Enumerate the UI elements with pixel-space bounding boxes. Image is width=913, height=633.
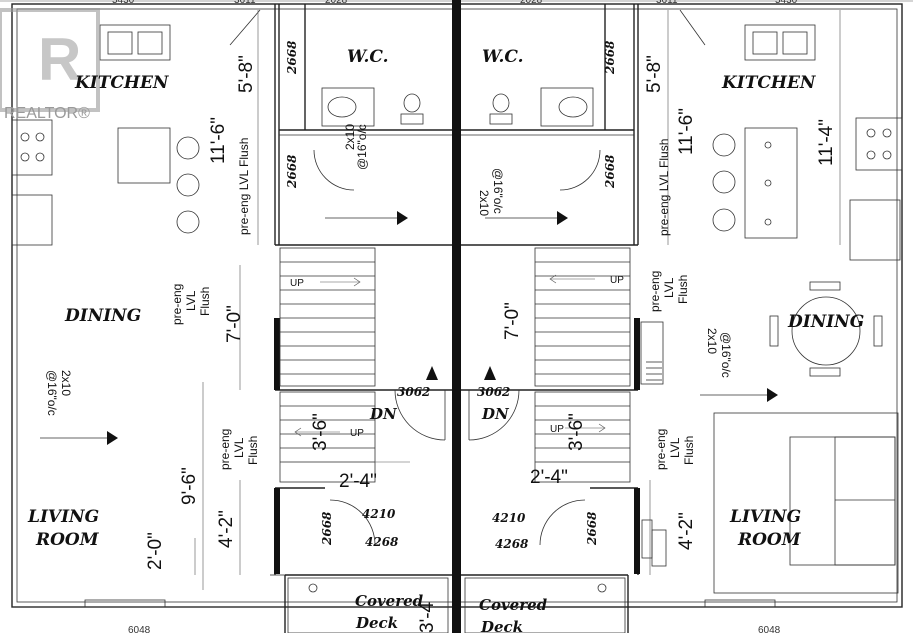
beam-note-flush-lower: Flush: [246, 436, 260, 465]
joist-spacing-upper-left: @16"o/c: [355, 124, 369, 170]
deck-railings: [84, 577, 776, 633]
kitchen-fixtures-left: [11, 24, 200, 246]
realtor-watermark: REALTOR®: [4, 105, 90, 122]
beam-note-lvl-right: LVL: [662, 277, 676, 298]
joist-spacing-left: @16"o/c: [45, 370, 59, 416]
joist-spacing-right: @16"o/c: [719, 332, 733, 378]
doors: [229, 9, 706, 576]
door-code-2668-lower-left: 2668: [320, 511, 334, 546]
top-dim-1: 5430: [112, 0, 135, 6]
interior-walls: [274, 4, 640, 633]
beam-note-pre-eng-right: pre-eng: [648, 271, 662, 312]
beam-note-flush-right: Flush: [676, 275, 690, 304]
dim-5-8-right: 5'-8": [644, 55, 665, 93]
dim-11-6-right: 11'-6": [676, 108, 697, 155]
covered-deck-left-label: Covered: [355, 592, 424, 610]
door-code-3062-right: 3062: [477, 385, 510, 399]
top-dim-2: 3611: [234, 0, 256, 6]
beam-note-lvl-lower: LVL: [232, 437, 246, 458]
beam-note-upper-left: pre-eng LVL Flush: [237, 138, 251, 235]
bottom-dim-left: 6048: [128, 625, 151, 633]
covered-deck-left-label-2: Deck: [355, 614, 398, 632]
door-code-4210-right: 4210: [492, 511, 526, 525]
covered-deck-right-label-2: Deck: [480, 618, 523, 633]
beam-note-pre-eng-right-lower: pre-eng: [654, 429, 668, 470]
svg-text:R: R: [38, 26, 81, 93]
dim-3-6-left: 3'-6": [310, 413, 331, 451]
dim-2-4-right: 2'-4": [530, 467, 568, 488]
dim-2-4-left: 2'-4": [339, 471, 377, 492]
wc-right-label: W.C.: [482, 47, 524, 67]
dim-5-8-left: 5'-8": [236, 55, 257, 93]
dn-left-label: DN: [369, 405, 398, 423]
dim-4-2-left: 4'-2": [216, 510, 237, 548]
wc-left-label: W.C.: [347, 47, 389, 67]
living-left-label-2: ROOM: [35, 530, 100, 550]
door-code-4268-left: 4268: [365, 535, 399, 549]
dining-left-label: DINING: [64, 306, 141, 326]
kitchen-fixtures-right: [712, 24, 903, 261]
covered-deck-right-label: Covered: [479, 596, 548, 614]
door-code-2668-stair-left: 2668: [285, 154, 299, 189]
top-dim-6: 5430: [775, 0, 798, 6]
door-code-2668-lower-right: 2668: [585, 511, 599, 546]
dim-9-6: 9'-6": [179, 467, 200, 505]
joist-spacing-upper-right: @16"o/c: [491, 168, 505, 214]
stair-up-label-right: UP: [610, 275, 624, 286]
dim-7-0-right: 7'-0": [502, 302, 523, 340]
beam-note-pre-eng-lower: pre-eng: [218, 429, 232, 470]
door-code-2668-stair-right: 2668: [603, 154, 617, 189]
dimension-lines: [194, 10, 841, 590]
joist-note-2x10-upper-right: 2x10: [477, 190, 491, 216]
dim-7-0-left: 7'-0": [224, 305, 245, 343]
top-dim-4: 2028: [520, 0, 543, 6]
dining-table-right: [769, 281, 883, 377]
stair-up-label: UP: [290, 278, 304, 289]
living-left-label: LIVING: [27, 507, 99, 527]
beam-note-lvl: LVL: [184, 290, 198, 311]
stair-up-label-right-lower: UP: [550, 424, 564, 435]
door-code-4268-right: 4268: [495, 537, 529, 551]
party-wall: [452, 0, 461, 633]
door-code-4210-left: 4210: [362, 507, 396, 521]
joist-note-2x10-right: 2x10: [705, 328, 719, 354]
beam-note-pre-eng: pre-eng: [170, 284, 184, 325]
top-dim-5: 3611: [656, 0, 678, 6]
dim-3-4: 3'-4: [417, 601, 438, 633]
door-code-2668-wc-right: 2668: [603, 40, 617, 75]
living-right-label-2: ROOM: [737, 530, 802, 550]
kitchen-right-label: KITCHEN: [721, 73, 817, 93]
beam-note-upper-right: pre-eng LVL Flush: [657, 139, 671, 236]
realtor-logo: R REALTOR®: [0, 8, 100, 122]
top-dim-3: 2028: [325, 0, 348, 6]
dim-4-2-right: 4'-2": [676, 512, 697, 550]
beam-note-flush-right-lower: Flush: [682, 436, 696, 465]
dim-2-0: 2'-0": [145, 532, 166, 570]
door-code-2668-wc-left: 2668: [285, 40, 299, 75]
stairs-left: UP UP: [279, 247, 376, 483]
beam-note-flush: Flush: [198, 287, 212, 316]
joist-note-2x10-left: 2x10: [59, 370, 73, 396]
bottom-dim-right: 6048: [758, 625, 781, 633]
kitchen-left-label: KITCHEN: [74, 73, 170, 93]
living-furniture-right: [641, 412, 899, 594]
living-right-label: LIVING: [729, 507, 801, 527]
dn-right-label: DN: [481, 405, 510, 423]
dim-11-6-left: 11'-6": [208, 117, 229, 164]
joist-note-2x10-upper-left: 2x10: [343, 124, 357, 150]
dim-11-4: 11'-4": [816, 119, 837, 166]
bathroom-fixtures: [321, 87, 594, 127]
joist-arrows: [40, 211, 778, 445]
stairs-right: UP UP: [534, 247, 664, 483]
dining-right-label: DINING: [787, 312, 864, 332]
door-code-3062-left: 3062: [397, 385, 430, 399]
beam-note-lvl-right-lower: LVL: [668, 437, 682, 458]
dim-3-6-right: 3'-6": [566, 413, 587, 451]
stair-up-label-lower: UP: [350, 428, 364, 439]
